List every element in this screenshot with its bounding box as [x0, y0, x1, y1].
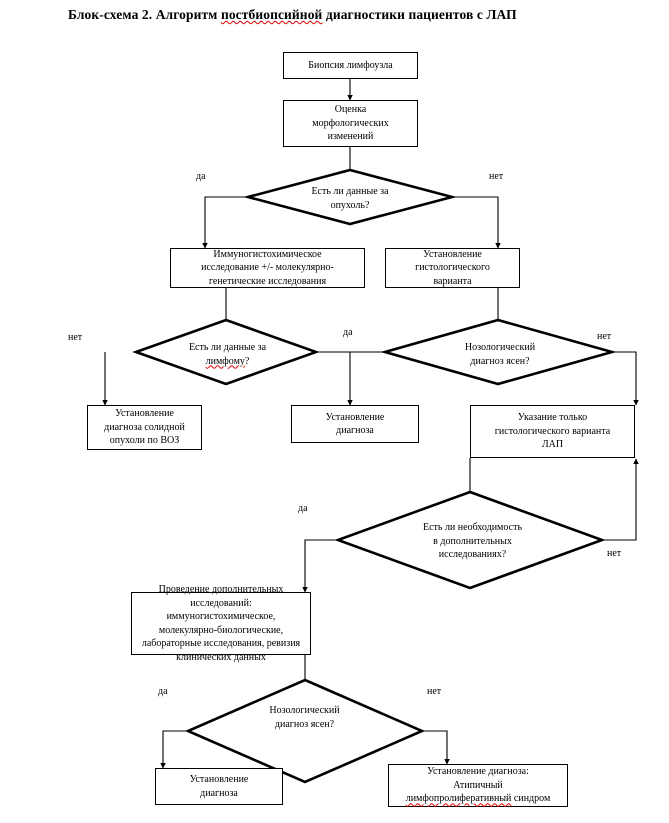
edge-label-tumor-no: нет: [489, 171, 504, 182]
node-diagnosis-established-2[interactable]: Установление диагноза: [155, 768, 283, 805]
edge-label-nosology2-yes: да: [158, 686, 168, 697]
page-title: Блок-схема 2. Алгоритм постбиопсийной ди…: [68, 7, 648, 23]
node-morphology[interactable]: Оценка морфологических изменений: [283, 100, 418, 147]
node-solid-tumor-diagnosis[interactable]: Установление диагноза солидной опухоли п…: [87, 405, 202, 450]
decision-shape-tumor: [242, 168, 458, 226]
decision-shape-need-more: [334, 490, 606, 590]
edge-label-nosology2-no: нет: [427, 686, 442, 697]
edge-label-need-no: нет: [607, 548, 622, 559]
edge-nosology1-no: [612, 351, 639, 406]
edge-tumor-no: [452, 196, 501, 249]
node-ihc-study[interactable]: Иммуногистохимическое исследование +/- м…: [170, 248, 365, 288]
node-additional-studies[interactable]: Проведение дополнительных исследований: …: [131, 584, 311, 663]
node-histological-variant[interactable]: Установление гистологического варианта: [385, 248, 520, 288]
edge-need-no: [602, 458, 639, 541]
edge-tumor-yes: [202, 196, 248, 249]
edge-label-nosology1-no: нет: [597, 331, 612, 342]
edge-nosology2-no: [422, 730, 450, 765]
edge-label-tumor-yes: да: [196, 171, 206, 182]
edge-label-need-yes: да: [298, 503, 308, 514]
edge-need-yes: [302, 539, 338, 593]
node-diagnosis-established-1[interactable]: Установление диагноза: [291, 405, 419, 443]
decision-shape-lymphoma: [132, 318, 320, 386]
node-biopsy[interactable]: Биопсия лимфоузла: [283, 52, 418, 79]
edge-label-lymphoma-no: нет: [68, 332, 83, 343]
decision-shape-nosology2: [184, 678, 426, 784]
decision-shape-nosology1: [380, 318, 617, 386]
node-atypical-lymphoproliferative-syndrome[interactable]: Установление диагноза: Атипичный лимфопр…: [388, 764, 568, 807]
node-lap-histological-variant-only[interactable]: Указание только гистологического вариант…: [470, 405, 635, 458]
edge-label-lymphoma-yes: да: [343, 327, 353, 338]
page-title-prefix: Блок-схема 2. Алгоритм: [68, 7, 221, 22]
page-title-spellchecked-word: постбиопсийной: [220, 7, 323, 22]
atypical-spellchecked-word: лимфопролиферативный: [405, 793, 512, 805]
page-title-suffix: диагностики пациентов с ЛАП: [322, 7, 517, 22]
edge-nosology2-yes: [160, 730, 188, 769]
